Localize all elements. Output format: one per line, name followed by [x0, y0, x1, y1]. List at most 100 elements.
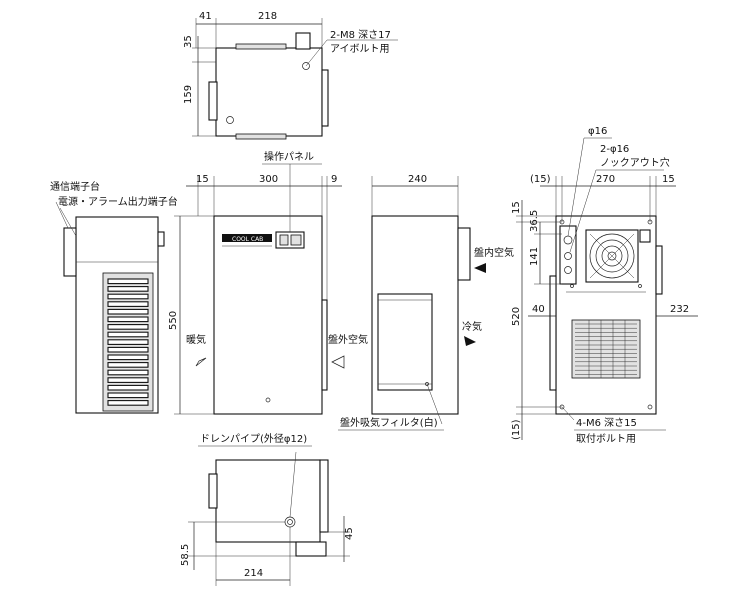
warm-air-arrow [195, 357, 207, 367]
dim-141: 141 [529, 247, 540, 266]
drain-pipe-label: ドレンパイプ(外径φ12) [200, 432, 307, 445]
terminal-block [63, 227, 77, 277]
louver-slat [107, 316, 149, 323]
left-side-view: 通信端子台 電源・アラーム出力端子台 [50, 180, 178, 414]
mount-label-2: 取付ボルト用 [576, 432, 636, 445]
power-leader [59, 207, 77, 237]
warm-air-label: 暖気 [186, 333, 206, 346]
dim-159: 159 [183, 85, 194, 104]
louver-slat [107, 354, 149, 361]
knockout-2 [564, 266, 572, 274]
filter-leader [426, 383, 443, 425]
panel-buttons [290, 234, 302, 246]
knockout-label-2: ノックアウト穴 [600, 156, 670, 169]
front-body [213, 215, 323, 415]
operation-panel-label: 操作パネル [264, 150, 314, 163]
filter-label: 盤外吸気フィルタ(白) [340, 416, 438, 429]
mount-label-1: 4-M6 深さ15 [576, 417, 637, 429]
knockout-1 [564, 252, 572, 260]
cool-air-label: 冷気 [462, 320, 482, 333]
rear-right-lip [655, 245, 663, 295]
filter-frame [377, 293, 433, 391]
dim-58-5: 58.5 [180, 544, 191, 566]
front-screw [265, 397, 271, 403]
eyebolt-hole-left [226, 116, 234, 124]
knockout-leader [569, 169, 597, 253]
dim-15-top-right: 15 [662, 174, 675, 185]
louver-slat [107, 392, 149, 399]
dim-41: 41 [199, 11, 212, 22]
brand-text: COOL CAB [232, 236, 263, 243]
top-view: 41 218 35 159 2-M8 深さ17 アイボルト用 [183, 11, 398, 140]
comm-terminal-label: 通信端子台 [50, 180, 100, 193]
filter-screw [425, 382, 429, 386]
knockout-label-1: 2-φ16 [600, 144, 629, 155]
louver-slat [107, 384, 149, 391]
mount-hole [647, 404, 653, 410]
rear-left-lip [549, 275, 557, 391]
front-view: COOL CAB 15 300 9 550 暖気 盤外空気 操作パネル [168, 150, 368, 415]
fan-guard-mid [595, 239, 629, 273]
drain-leader [289, 451, 297, 518]
dim-40: 40 [532, 304, 545, 315]
rear-connector [639, 229, 651, 243]
comm-leader [55, 201, 69, 229]
fan-guard-inner [601, 245, 623, 267]
inside-air-label: 盤内空気 [474, 246, 514, 259]
drain-pipe-bore [287, 519, 293, 525]
dim-232: 232 [670, 304, 689, 315]
louver-slat [107, 286, 149, 292]
dim-550: 550 [168, 311, 179, 330]
fan-spoke [589, 233, 635, 279]
dim-270: 270 [596, 174, 615, 185]
top-view-right-lip [321, 69, 329, 127]
right-side-intake-box [457, 227, 471, 281]
dim-15-paren-bottom: (15) [511, 419, 522, 440]
dim-218: 218 [258, 11, 277, 22]
panel-display [279, 234, 289, 246]
eyebolt-label-2: アイボルト用 [330, 43, 390, 55]
dim-520: 520 [511, 307, 522, 326]
power-terminal-label: 電源・アラーム出力端子台 [58, 195, 178, 208]
dim-240: 240 [408, 174, 427, 185]
fan-hub [607, 251, 617, 261]
dim-15-front: 15 [196, 174, 209, 185]
cool-air-arrow [464, 336, 476, 346]
dim-45: 45 [344, 527, 355, 540]
eyebolt-label-1: 2-M8 深さ17 [330, 29, 391, 41]
louver-slat [107, 339, 149, 345]
bottom-side-box [208, 473, 218, 509]
louver-slat [107, 369, 149, 376]
eyebolt [295, 32, 311, 50]
dim-15-paren-top: (15) [530, 174, 551, 185]
louver-slat [107, 301, 149, 307]
louver-slat [107, 346, 149, 353]
louver-slat [107, 324, 149, 330]
left-side-lip [157, 231, 165, 247]
front-right-lip [321, 299, 328, 391]
hole-label-phi16: φ16 [588, 126, 607, 137]
grille-lines [575, 320, 637, 378]
top-view-flange [235, 43, 287, 50]
rear-screw [570, 284, 574, 288]
hole-leader [567, 137, 585, 237]
bottom-right-lip [319, 459, 329, 533]
dim-35: 35 [183, 35, 194, 48]
top-leader [305, 39, 328, 67]
right-side-view: 240 盤内空気 冷気 盤外吸気フィルタ(白) [338, 174, 514, 431]
dim-36-5: 36.5 [529, 210, 540, 232]
louver-slat [107, 293, 149, 300]
dim-300: 300 [259, 174, 278, 185]
louver-slat [107, 278, 149, 285]
dim-214: 214 [244, 568, 263, 579]
louver-slat [107, 377, 149, 383]
bottom-body [215, 459, 321, 543]
rear-view: (15) 270 15 15 36.5 141 520 (15) 40 232 … [511, 126, 698, 445]
rear-screw [638, 284, 642, 288]
top-view-side-box [208, 81, 218, 121]
inside-air-arrow [474, 263, 486, 273]
bottom-view: ドレンパイプ(外径φ12) 214 58.5 45 [180, 432, 355, 586]
outside-air-arrow [331, 355, 345, 369]
louver-slat [107, 400, 149, 406]
